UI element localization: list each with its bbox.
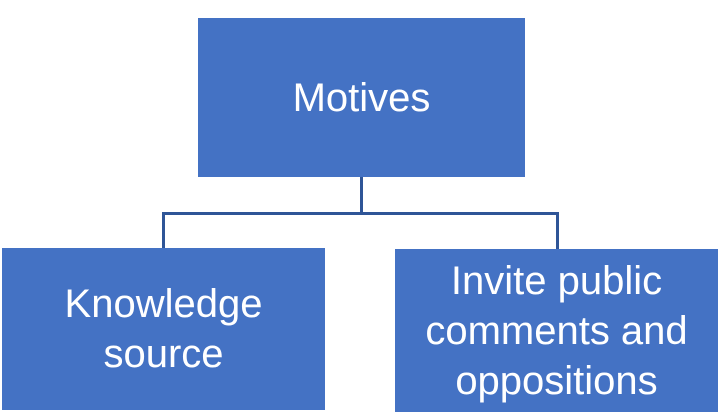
connector-horizontal-line [162,212,559,215]
knowledge-source-box: Knowledge source [2,248,325,410]
connector-top-stub-line [360,177,363,214]
connector-left-drop-line [162,212,165,248]
invite-comments-box-label: Invite public comments and oppositions [425,258,688,403]
motives-box-label: Motives [292,75,431,120]
invite-comments-box: Invite public comments and oppositions [395,249,718,412]
motives-box: Motives [198,18,525,177]
knowledge-source-box-label: Knowledge source [64,282,263,376]
connector-right-drop-line [556,212,559,249]
